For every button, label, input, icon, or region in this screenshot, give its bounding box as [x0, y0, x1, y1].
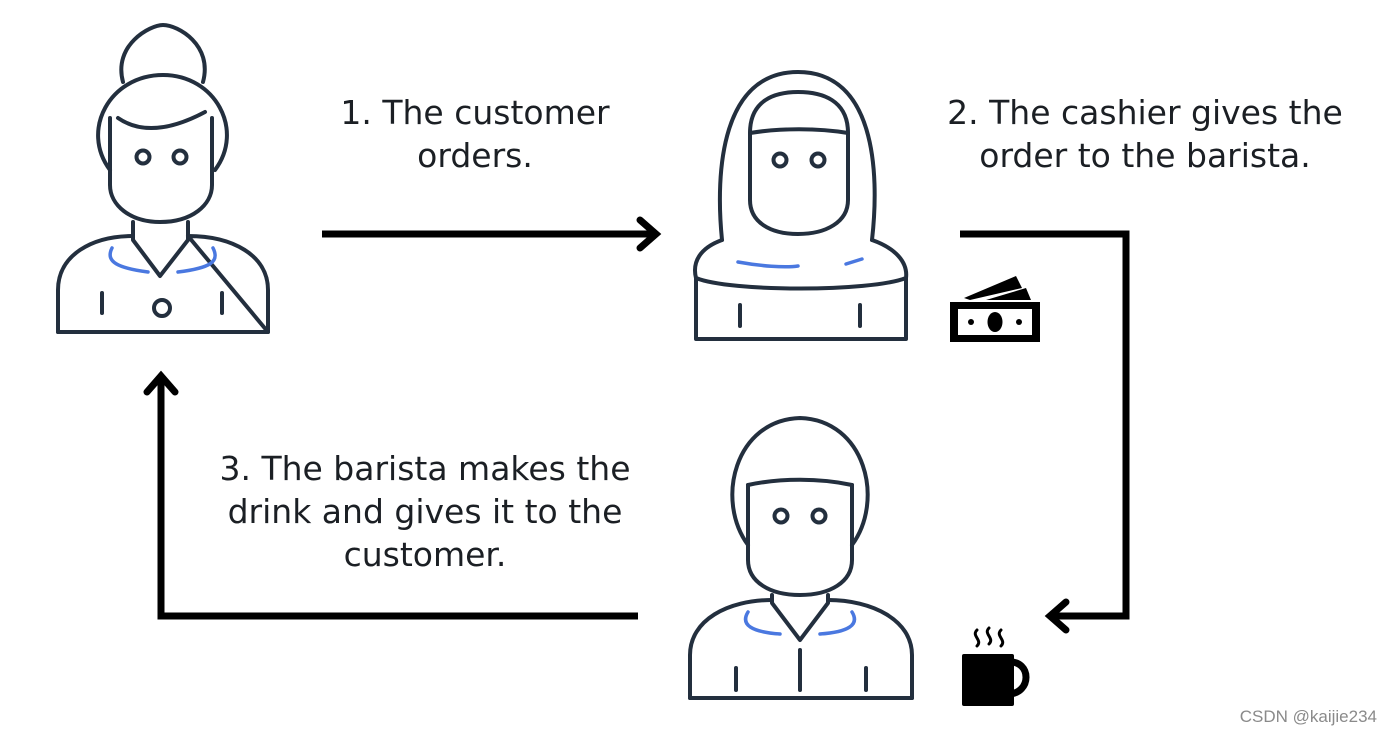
coffee-mug-icon	[962, 626, 1030, 706]
watermark-text: CSDN @kaijie234	[1239, 707, 1377, 726]
cashier-person-icon	[693, 70, 909, 341]
customer-person-icon	[56, 23, 270, 334]
customer-collar	[108, 246, 217, 274]
arrow-cashier-to-barista	[960, 230, 1130, 634]
arrow-barista-to-customer	[143, 370, 638, 620]
barista-person-icon	[688, 416, 914, 700]
arrow-customer-to-cashier	[322, 216, 662, 252]
step-2-label: 2. The cashier gives the order to the ba…	[947, 93, 1343, 175]
money-bills-icon	[950, 276, 1040, 342]
barista-collar	[743, 610, 857, 636]
step-1-label: 1. The customer orders.	[340, 93, 610, 175]
cashier-scarf-accent	[736, 257, 864, 269]
step-3-label: 3. The barista makes the drink and gives…	[219, 449, 631, 574]
